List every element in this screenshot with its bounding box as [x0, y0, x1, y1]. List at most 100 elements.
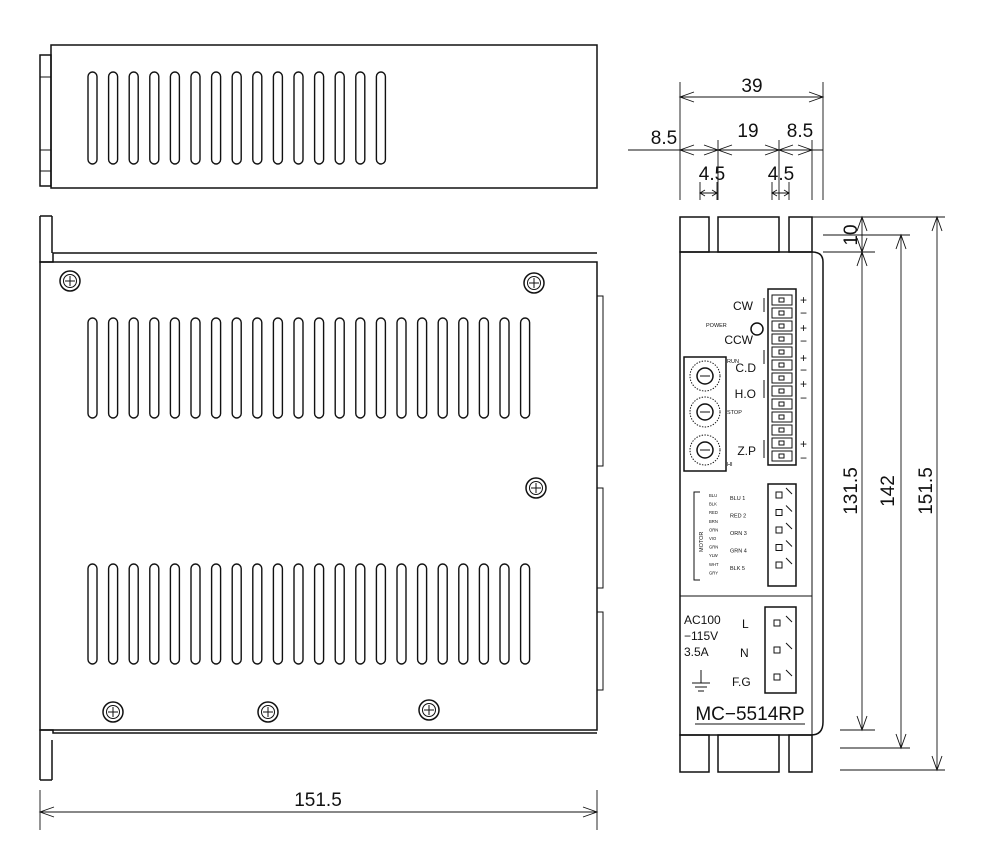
- vent-slot: [149, 71, 160, 165]
- terminal-pin: [771, 307, 793, 319]
- vent-slot: [519, 317, 531, 419]
- label-cd: C.D: [735, 361, 756, 375]
- model-name: MC−5514RP: [695, 704, 804, 725]
- vent-slot: [416, 563, 428, 665]
- vent-slot: [293, 71, 304, 165]
- vent-slot: [231, 71, 242, 165]
- front-view-body: [39, 261, 598, 731]
- label-cw: CW: [733, 299, 754, 313]
- motor-wire-color: YLW: [709, 553, 718, 558]
- terminal-pin: [771, 411, 793, 423]
- motor-pin-label: BLU 1: [730, 496, 745, 502]
- dim-4-5-right: 4.5: [768, 164, 794, 185]
- vent-slot: [107, 71, 119, 165]
- screw-icon: [418, 699, 440, 721]
- motor-wire-color: BLK: [709, 502, 717, 507]
- vent-slot: [272, 563, 284, 665]
- motor-pin-label: RED 2: [730, 514, 746, 520]
- motor-pin-label: BLK 5: [730, 566, 745, 572]
- label-hi: HI: [727, 462, 733, 468]
- vent-slot: [416, 317, 428, 419]
- vent-slot: [190, 71, 201, 165]
- sign-plus-5: +: [800, 437, 807, 451]
- motor-wire-color: GRN: [709, 545, 718, 550]
- vent-slot: [396, 317, 407, 419]
- terminal-pin: [771, 333, 793, 345]
- front-side-tab-3: [596, 611, 604, 691]
- vent-slot: [210, 71, 222, 165]
- vent-slot: [190, 317, 201, 419]
- label-ho: H.O: [735, 387, 756, 401]
- front-view-screws: [59, 270, 547, 723]
- vent-slot: [107, 317, 119, 419]
- vent-slot: [355, 317, 366, 419]
- sign-minus-3: −: [800, 363, 807, 377]
- vent-slot: [458, 317, 469, 419]
- vent-slot: [169, 317, 181, 419]
- front-view-top-flange: [39, 216, 597, 263]
- terminal-pin: [771, 385, 793, 397]
- motor-bracket: [693, 491, 700, 581]
- vent-slot: [87, 317, 98, 419]
- vent-slot: [334, 317, 345, 419]
- vent-slot: [334, 71, 345, 165]
- vent-slot: [149, 563, 160, 665]
- front-view-vent-slots-lower: [87, 563, 531, 665]
- front-side-tab-2: [596, 487, 604, 589]
- motor-wire-color: RED: [709, 510, 718, 515]
- terminal-pin: [771, 359, 793, 371]
- vent-slot: [355, 563, 366, 665]
- dim-vertical: 10 131.5 142 151.5: [812, 215, 945, 772]
- vent-slot: [252, 317, 263, 419]
- label-motor: MOTOR: [699, 532, 705, 552]
- vent-slot: [313, 71, 325, 165]
- power-connector: [764, 606, 797, 694]
- vent-slot: [169, 563, 181, 665]
- screw-icon: [102, 701, 124, 723]
- sign-plus-4: +: [800, 377, 807, 391]
- front-view: [39, 215, 604, 781]
- screw-icon: [257, 701, 279, 723]
- power-pin-n: N: [740, 646, 749, 660]
- vent-slot: [478, 317, 490, 419]
- vent-slot: [128, 71, 139, 165]
- label-ccw: CCW: [724, 333, 753, 347]
- vent-slot: [499, 317, 510, 419]
- motor-wire-color: BLU: [709, 493, 717, 498]
- side-view-body: [679, 251, 824, 736]
- vent-slot: [313, 563, 325, 665]
- front-view-bottom-flange: [39, 729, 597, 780]
- vent-slot: [458, 563, 469, 665]
- vent-slot: [313, 317, 325, 419]
- motor-wire-color: BRN: [709, 519, 718, 524]
- label-zp: Z.P: [737, 444, 756, 458]
- dim-bottom-width: 151.5: [38, 790, 599, 830]
- screw-icon: [525, 477, 547, 499]
- motor-wire-color: WHT: [709, 562, 719, 567]
- vent-slot: [375, 563, 387, 665]
- dim-131-5: 131.5: [841, 467, 862, 515]
- front-side-tab-1: [596, 295, 604, 467]
- vent-slot: [437, 317, 448, 419]
- terminal-pin: [771, 398, 793, 410]
- vent-slot: [293, 563, 304, 665]
- side-view: CW CCW POWER C.D H.O Z.P + − + − + − + −…: [679, 216, 824, 773]
- vent-slot: [252, 563, 263, 665]
- vent-slot: [375, 71, 387, 165]
- terminal-pin: [771, 320, 793, 332]
- ground-icon: [692, 670, 710, 692]
- vent-slot: [169, 71, 181, 165]
- vent-slot: [149, 317, 160, 419]
- vent-slot: [293, 317, 304, 419]
- vent-slot: [107, 563, 119, 665]
- motor-pin-label: ORN 3: [730, 531, 747, 537]
- motor-wire-color: VIO: [709, 536, 717, 541]
- top-view-vent-slots: [87, 71, 387, 165]
- vent-slot: [437, 563, 448, 665]
- dim-top: 39 8.5 19 8.5 4.5 4.5: [628, 76, 825, 200]
- vent-slot: [210, 317, 222, 419]
- dim-151-5: 151.5: [916, 467, 937, 515]
- label-run: RUN: [727, 359, 739, 365]
